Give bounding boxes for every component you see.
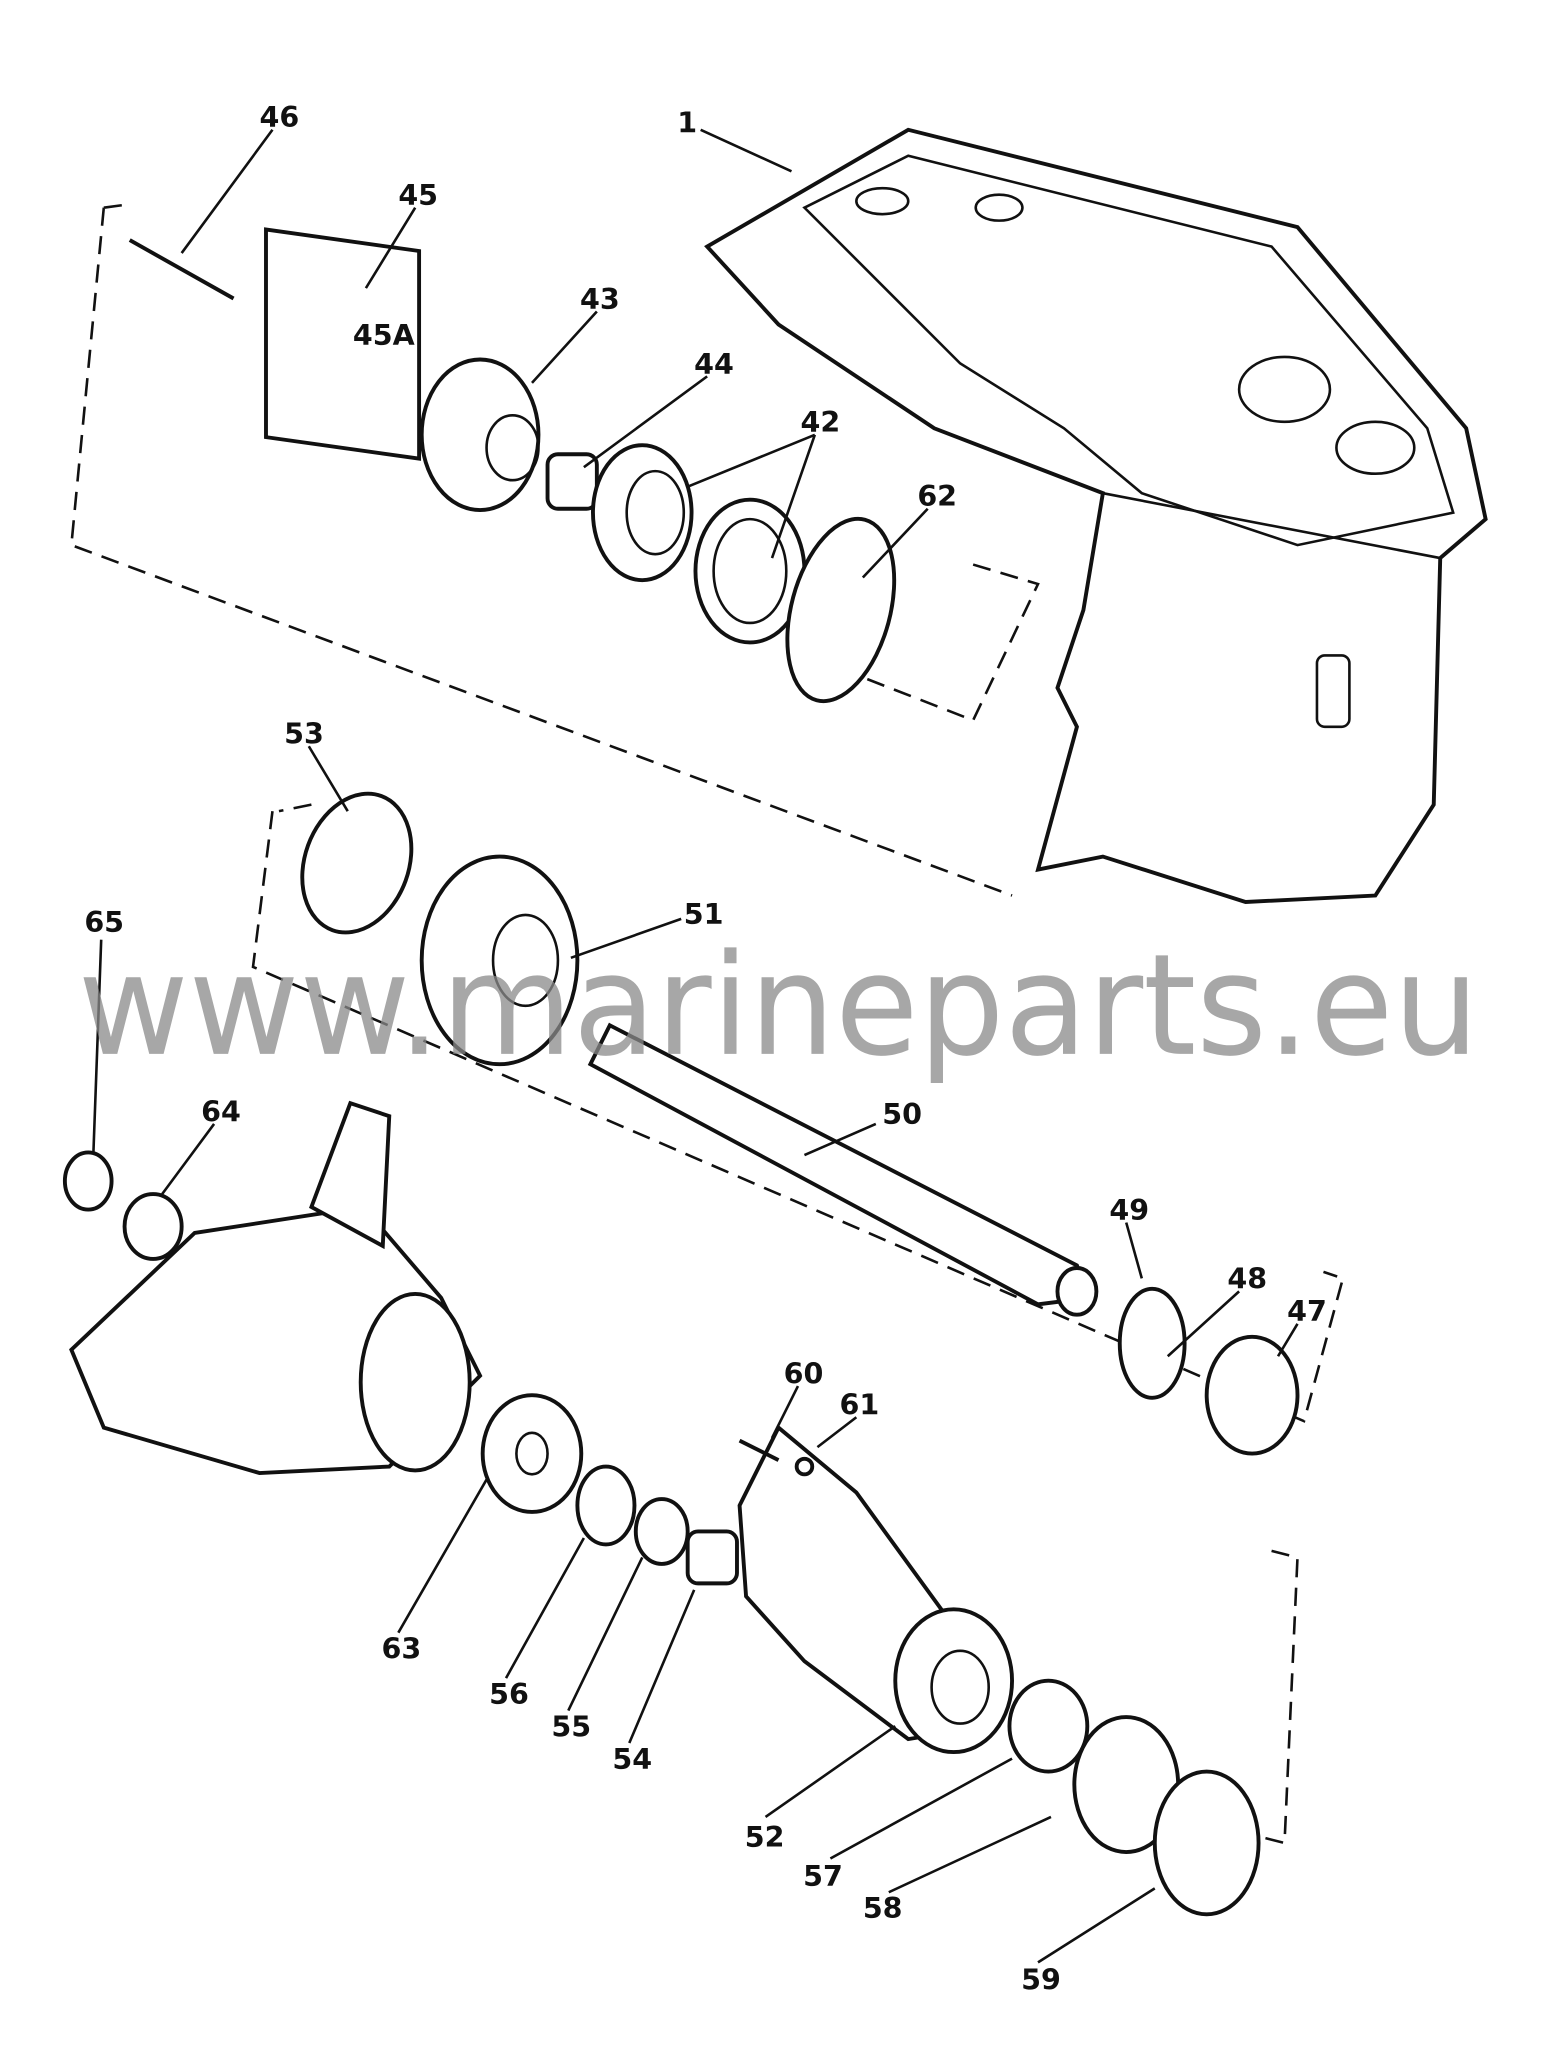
callout-44: 44 [694,348,734,381]
callout-labels: 1 42 43 44 45 45A 46 47 48 49 50 51 52 5… [84,101,1326,1996]
callout-61: 61 [839,1389,879,1422]
callout-1: 1 [677,106,697,139]
callout-65: 65 [84,906,124,939]
callout-48: 48 [1227,1263,1267,1296]
watermark: www.marineparts.eu [78,925,1479,1088]
callout-63: 63 [381,1633,421,1666]
propeller [62,1100,483,1476]
lower-parts [480,1393,1261,1917]
callout-58: 58 [863,1892,903,1925]
callout-49: 49 [1109,1194,1149,1227]
callout-62: 62 [917,480,957,513]
assembly-guide-lines [69,203,1345,1845]
callout-47: 47 [1287,1295,1327,1328]
callout-55: 55 [551,1711,591,1744]
gear-housing [704,127,1488,904]
callout-42: 42 [801,406,841,439]
leader-lines [92,128,1299,1964]
callout-60: 60 [784,1357,824,1390]
callout-52: 52 [745,1821,785,1854]
callout-50: 50 [882,1098,922,1131]
callout-59: 59 [1021,1964,1061,1997]
callout-64: 64 [201,1095,241,1128]
callout-45A: 45A [353,319,415,352]
callout-45: 45 [398,179,438,212]
callout-53: 53 [284,718,324,751]
callout-46: 46 [260,101,300,134]
callout-51: 51 [684,898,724,931]
callout-54: 54 [612,1743,652,1776]
callout-57: 57 [803,1860,843,1893]
callout-43: 43 [580,283,620,316]
callout-56: 56 [489,1678,529,1711]
upper-parts [128,227,897,935]
forward-gear-and-propshaft [419,854,1300,1456]
